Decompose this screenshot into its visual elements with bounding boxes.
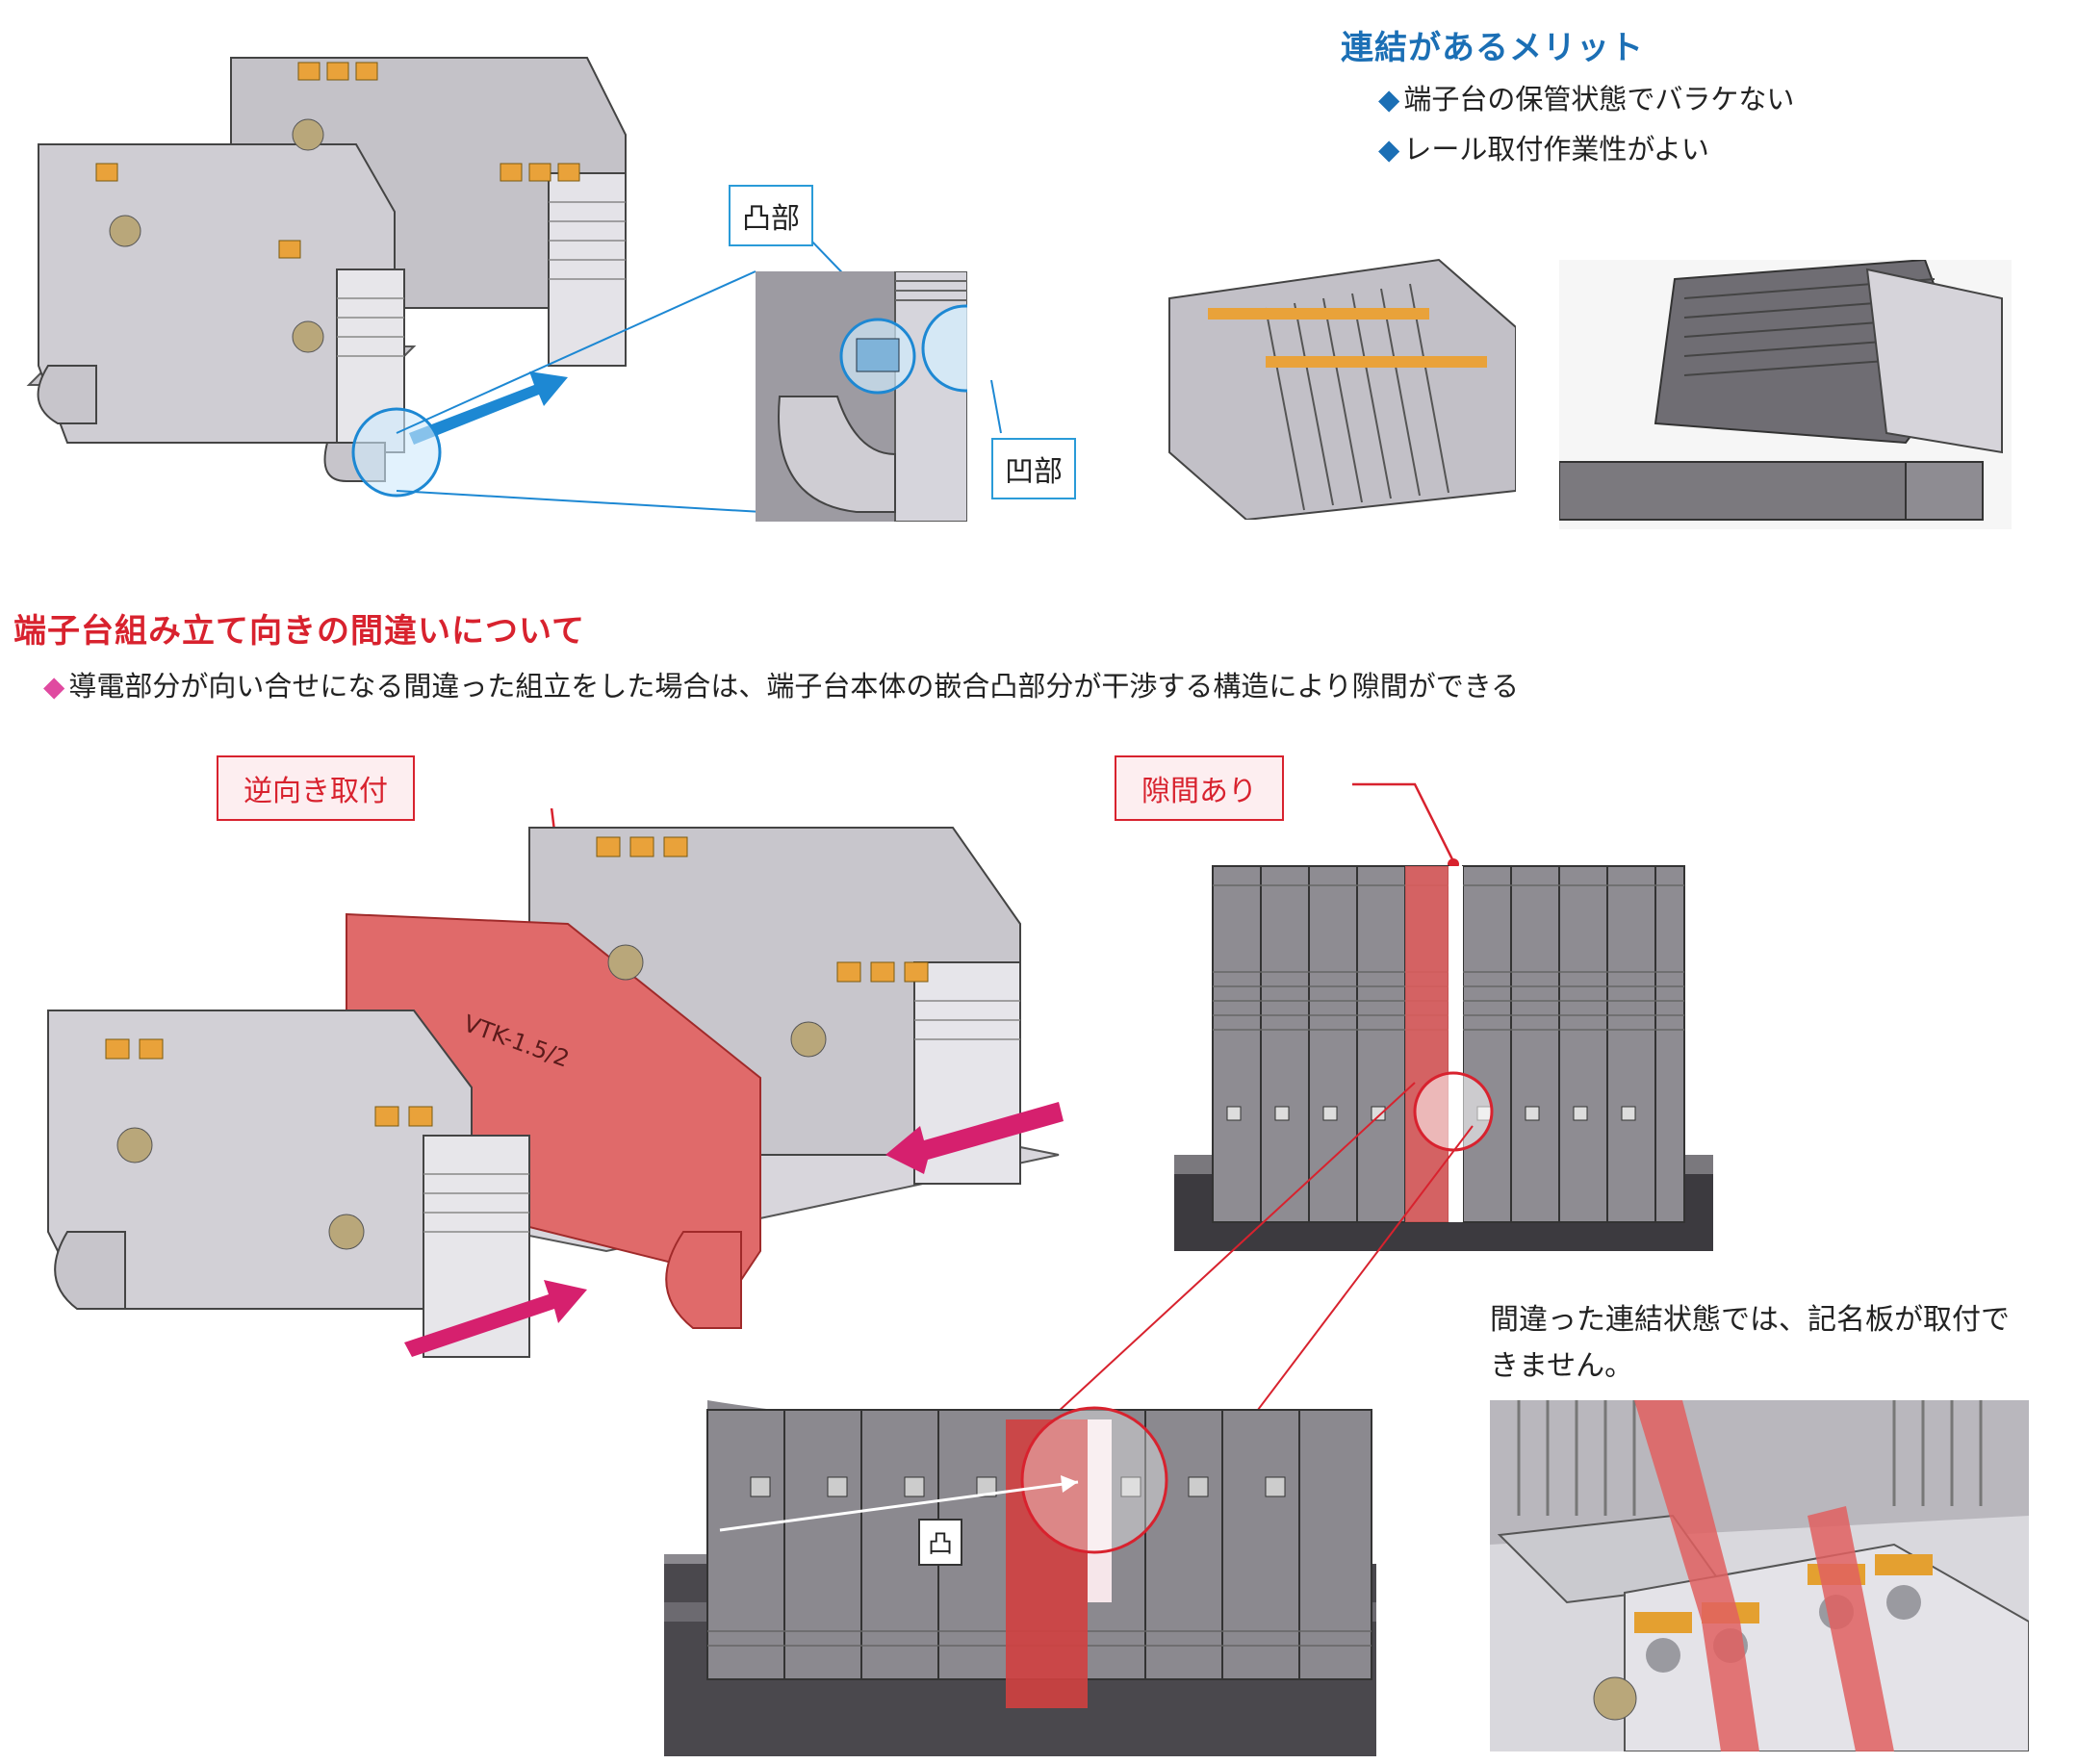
nameplate-interference-photo bbox=[1490, 1400, 2029, 1751]
merit-bullet-text: レール取付作業性がよい bbox=[1403, 133, 1709, 166]
merit-bullet-text: 端子台の保管状態でバラケない bbox=[1403, 83, 1795, 115]
convex-small-label: 凸 bbox=[918, 1519, 963, 1566]
gap-front-view bbox=[1174, 782, 1713, 1251]
merit-title: 連結があるメリット bbox=[1341, 29, 1644, 67]
nameplate-note: 間違った連結状態では、記名板が取付できません。 bbox=[1490, 1303, 2010, 1383]
merit-bullet-2: ◆レール取付作業性がよい bbox=[1378, 127, 1709, 167]
mistake-description-text: 導電部分が向い合せになる間違った組立をした場合は、端子台本体の嵌合凸部分が干渉す… bbox=[68, 670, 1520, 703]
mistake-description: ◆導電部分が向い合せになる間違った組立をした場合は、端子台本体の嵌合凸部分が干渉… bbox=[43, 664, 1519, 704]
mistake-title: 端子台組み立て向きの間違いについて bbox=[13, 612, 585, 651]
merit-bullet-1: ◆端子台の保管状態でバラケない bbox=[1378, 77, 1794, 117]
gap-label: 隙間あり bbox=[1115, 755, 1284, 821]
connected-blocks-illustration bbox=[10, 19, 683, 520]
concave-part-label: 凹部 bbox=[991, 438, 1076, 499]
diamond-bullet-icon: ◆ bbox=[1378, 83, 1400, 115]
assembled-blocks-photo bbox=[1150, 241, 1517, 522]
diamond-bullet-icon: ◆ bbox=[43, 670, 65, 703]
rail-mounting-photo bbox=[1558, 258, 2012, 529]
diamond-bullet-icon: ◆ bbox=[1378, 133, 1400, 166]
reverse-mount-label: 逆向き取付 bbox=[217, 755, 415, 821]
gap-closeup bbox=[664, 1400, 1376, 1756]
reverse-assembly-illustration: VTK-1.5/2 bbox=[47, 808, 1064, 1358]
convex-part-label: 凸部 bbox=[729, 185, 813, 246]
